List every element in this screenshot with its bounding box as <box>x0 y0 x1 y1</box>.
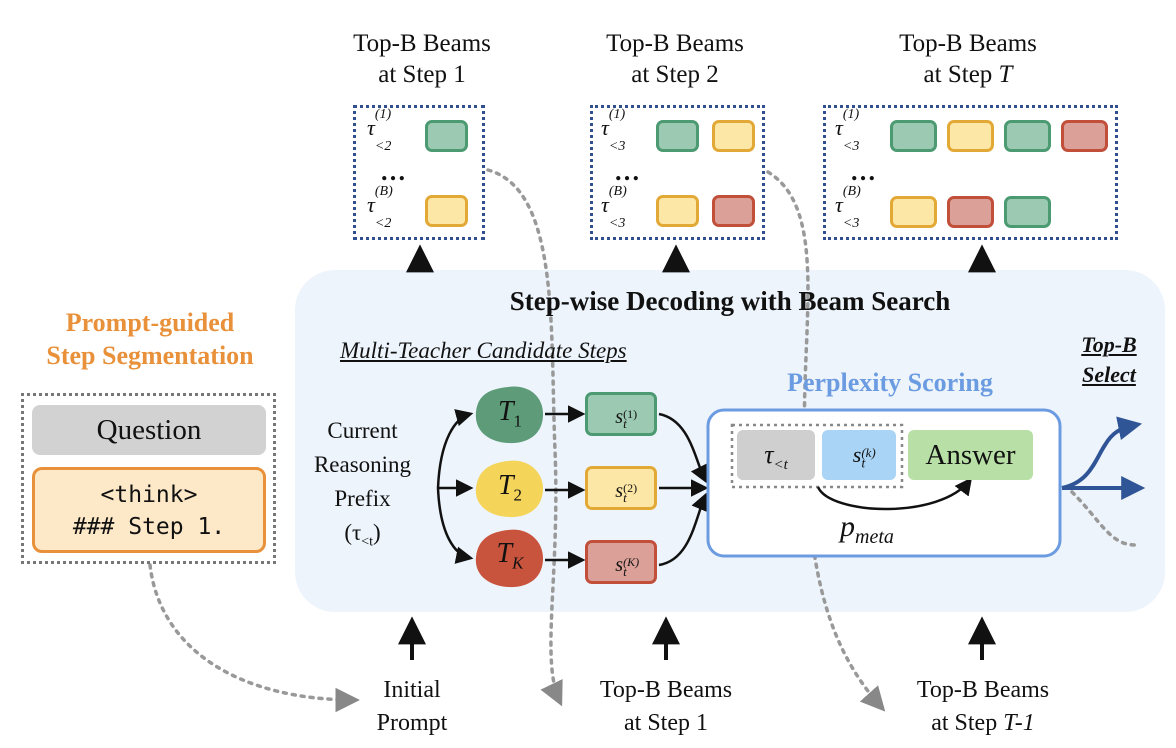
beamt-row1-token-1 <box>890 120 937 152</box>
beam-box-step-2 <box>590 105 765 240</box>
candidate-step-k: s(K)t <box>585 540 657 584</box>
beam-title-step-t: Top-B Beams at Step T <box>899 30 1037 88</box>
beamt-rowb-token-1 <box>890 196 937 228</box>
beam-box-step-1 <box>353 105 485 240</box>
beam1-ellipsis: … <box>380 157 407 186</box>
bottom-label-step-t-1: Top-B Beams at Step T-1 <box>916 677 1050 736</box>
bottom-label-step-1: Top-B Beams at Step 1 <box>599 677 733 736</box>
beam2-rowb-label: τ(B)<3 <box>601 184 627 232</box>
beam2-ellipsis: … <box>614 157 641 186</box>
up-arrows-top <box>406 244 996 273</box>
teacher-blob-k <box>475 529 544 588</box>
up-arrows-bottom <box>398 616 996 660</box>
teacher-blob-2 <box>475 460 544 518</box>
beamt-rowb-label: τ(B)<3 <box>835 184 861 232</box>
perplexity-title: Perplexity Scoring <box>787 368 993 397</box>
candidates-title: Multi-Teacher Candidate Steps <box>340 338 627 363</box>
beam-title-step-1: Top-B Beams at Step 1 <box>353 30 491 88</box>
segmentation-frame <box>21 393 276 564</box>
beam2-row1-token-1 <box>656 120 699 152</box>
prefix-dotted-frame <box>730 423 904 489</box>
teacher-label-2: T2 <box>497 470 523 505</box>
beam1-rowb-token-1 <box>425 195 468 227</box>
beam1-row1-label: τ(1)<2 <box>367 107 392 155</box>
top-b-select-label: Top-B Select <box>1081 332 1137 387</box>
candidate-step-1: s(1)t <box>585 392 657 436</box>
prefix-label: Current Reasoning Prefix (τ<t) <box>313 418 412 550</box>
teacher-step-arrows <box>545 405 586 569</box>
bottom-label-initial-prompt: Initial Prompt <box>376 677 448 736</box>
answer-token: Answer <box>908 430 1033 480</box>
select-arrows <box>1061 416 1146 500</box>
beam2-row1-label: τ(1)<3 <box>601 107 626 155</box>
p-meta-arc <box>816 477 973 511</box>
beamt-row1-token-2 <box>947 120 994 152</box>
ppl-prefix-token: τ<t <box>737 430 815 480</box>
prefix-fanout <box>436 409 474 564</box>
panel-title: Step-wise Decoding with Beam Search <box>509 286 951 316</box>
beam2-row1-token-2 <box>712 120 755 152</box>
beam-title-step-2: Top-B Beams at Step 2 <box>606 30 744 88</box>
beamt-row1-token-3 <box>1004 120 1051 152</box>
beam1-row1-token-1 <box>425 120 468 152</box>
p-meta-label: pmeta <box>840 510 894 548</box>
teacher-blob-1 <box>475 386 544 444</box>
beam2-rowb-token-1 <box>656 195 699 227</box>
step-scoring-arrows <box>658 412 709 567</box>
think-code-box: <think> ### Step 1. <box>32 467 266 553</box>
teacher-label-k: TK <box>496 538 524 573</box>
beamt-rowb-token-2 <box>947 196 994 228</box>
candidate-step-2: s(2)t <box>585 466 657 510</box>
beam2-rowb-token-2 <box>712 195 755 227</box>
beam1-rowb-label: τ(B)<2 <box>367 184 393 232</box>
beamt-row1-label: τ(1)<3 <box>835 107 860 155</box>
question-box: Question <box>32 405 266 455</box>
teacher-label-1: T1 <box>497 396 523 431</box>
beamt-row1-token-4 <box>1061 120 1108 152</box>
beamt-rowb-token-3 <box>1004 196 1051 228</box>
ppl-step-token: s(k)t <box>822 430 896 480</box>
beam-box-step-t <box>823 105 1118 240</box>
segmentation-title: Prompt-guided Step Segmentation <box>46 308 254 370</box>
beamt-ellipsis: … <box>850 157 877 186</box>
